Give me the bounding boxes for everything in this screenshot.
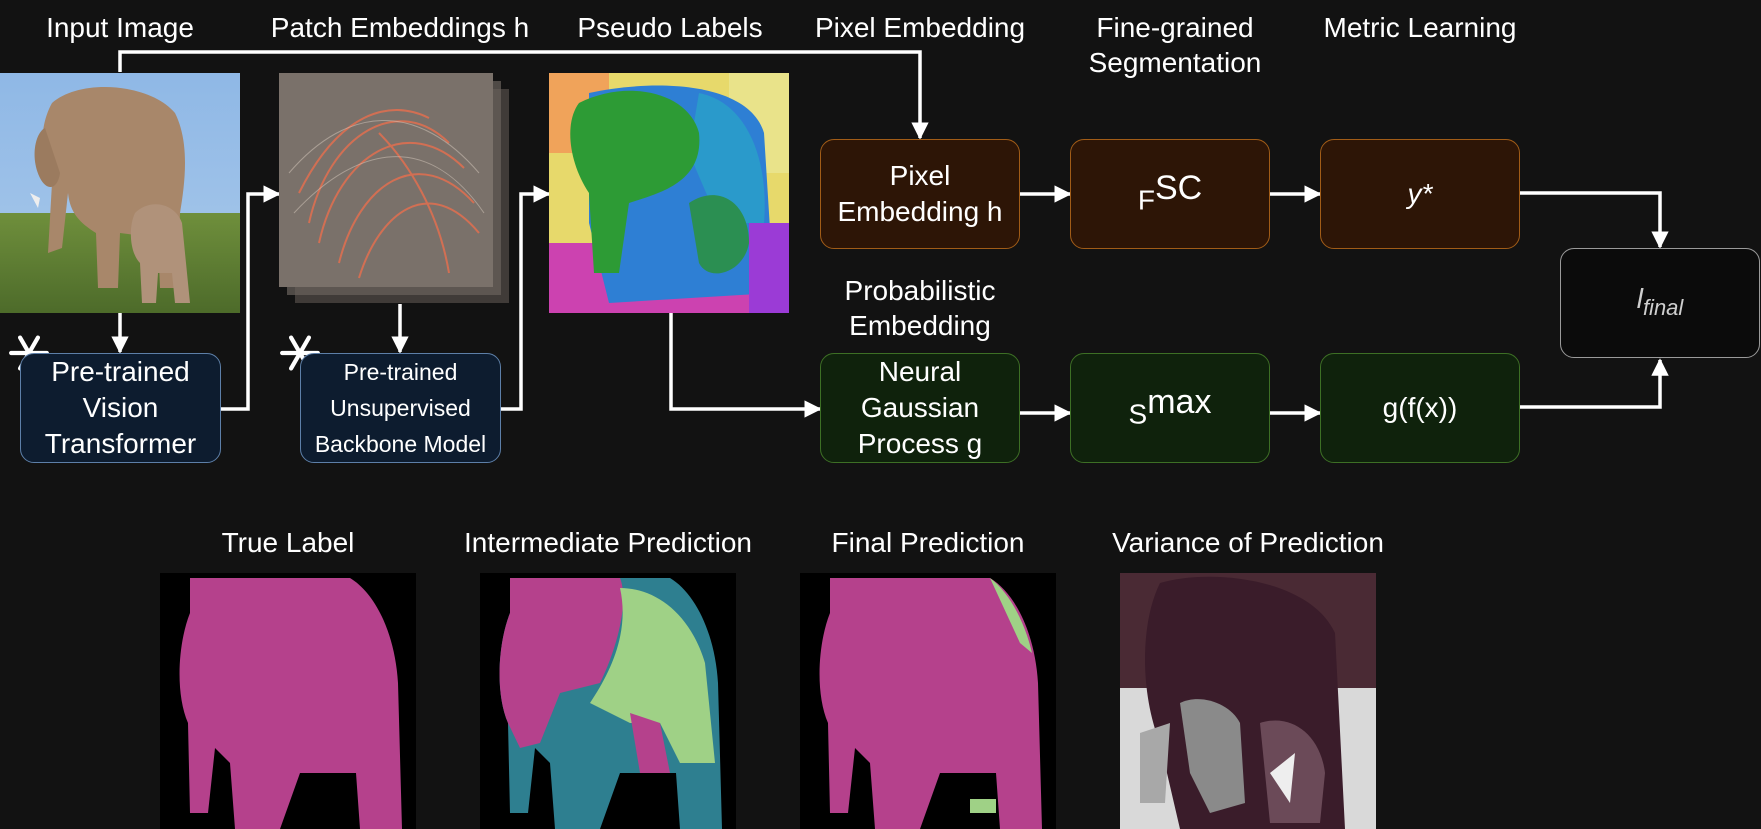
snowflake-icon bbox=[280, 335, 320, 371]
title-variance-of-prediction: Variance of Prediction bbox=[1112, 527, 1384, 558]
title-fine-grained-2: Segmentation bbox=[1088, 47, 1262, 78]
title-input-image: Input Image bbox=[46, 12, 194, 43]
ystar-box[interactable]: y* bbox=[1320, 139, 1520, 249]
title-intermediate-prediction: Intermediate Prediction bbox=[464, 527, 752, 558]
ngp-box[interactable]: Neural Gaussian Process g bbox=[820, 353, 1020, 463]
ngp-line-2: Gaussian bbox=[860, 392, 980, 423]
vit-line-3: Transformer bbox=[44, 428, 197, 459]
fsc-sup: SC bbox=[1154, 168, 1203, 207]
vit-line-2: Vision bbox=[82, 392, 159, 423]
title-probabilistic-1: Probabilistic bbox=[844, 275, 996, 306]
true-label-mask bbox=[160, 573, 416, 829]
smax-box[interactable]: Smax bbox=[1070, 353, 1270, 463]
arrow-gfx-to-lfinal bbox=[1520, 358, 1669, 409]
title-patch-embeddings: Patch Embeddings h bbox=[270, 12, 530, 43]
arrow-ystar-to-lfinal bbox=[1520, 191, 1669, 249]
gfx-label: g(f(x)) bbox=[1382, 392, 1458, 423]
fsc-box[interactable]: FSC bbox=[1070, 139, 1270, 249]
title-pseudo-labels: Pseudo Labels bbox=[577, 12, 763, 43]
title-fine-grained-1: Fine-grained bbox=[1096, 12, 1254, 43]
variance-of-prediction-image bbox=[1120, 573, 1376, 829]
arrow-image-to-pixel-embedding bbox=[118, 50, 929, 140]
arrow-backbone-to-pseudo bbox=[501, 185, 551, 411]
pixel-embedding-line-2: Embedding h bbox=[837, 196, 1003, 227]
smax-base: S bbox=[1128, 398, 1148, 430]
backbone-line-3: Backbone Model bbox=[314, 431, 487, 457]
pseudo-labels-image bbox=[549, 73, 789, 313]
ngp-line-3: Process g bbox=[857, 428, 983, 459]
pixel-embedding-box[interactable]: Pixel Embedding h bbox=[820, 139, 1020, 249]
ngp-line-1: Neural bbox=[878, 356, 962, 387]
ystar-label: y* bbox=[1407, 178, 1433, 209]
title-true-label: True Label bbox=[221, 527, 355, 558]
vit-box[interactable]: Pre-trained Vision Transformer bbox=[20, 353, 221, 463]
title-pixel-embedding: Pixel Embedding bbox=[814, 12, 1026, 43]
vit-line-1: Pre-trained bbox=[51, 356, 190, 387]
backbone-box[interactable]: Pre-trained Unsupervised Backbone Model bbox=[300, 353, 501, 463]
input-image bbox=[0, 73, 240, 313]
pixel-embedding-line-1: Pixel bbox=[889, 160, 951, 191]
title-final-prediction: Final Prediction bbox=[831, 527, 1025, 558]
smax-sup: max bbox=[1147, 382, 1212, 421]
backbone-line-2: Unsupervised bbox=[330, 395, 471, 421]
lfinal-sub: final bbox=[1642, 294, 1684, 320]
patch-embeddings-image bbox=[279, 73, 509, 303]
intermediate-prediction-mask bbox=[480, 573, 736, 829]
arrow-pseudo-to-ngp bbox=[669, 313, 822, 418]
backbone-line-1: Pre-trained bbox=[343, 359, 458, 385]
lfinal-base: l bbox=[1636, 282, 1643, 314]
title-probabilistic-2: Embedding bbox=[849, 310, 991, 341]
fsc-base: F bbox=[1137, 184, 1155, 216]
title-metric-learning: Metric Learning bbox=[1323, 12, 1517, 43]
final-prediction-mask bbox=[800, 573, 1056, 829]
lfinal-box[interactable]: lfinal bbox=[1560, 248, 1760, 358]
arrow-vit-to-patch bbox=[221, 185, 281, 411]
gfx-box[interactable]: g(f(x)) bbox=[1320, 353, 1520, 463]
